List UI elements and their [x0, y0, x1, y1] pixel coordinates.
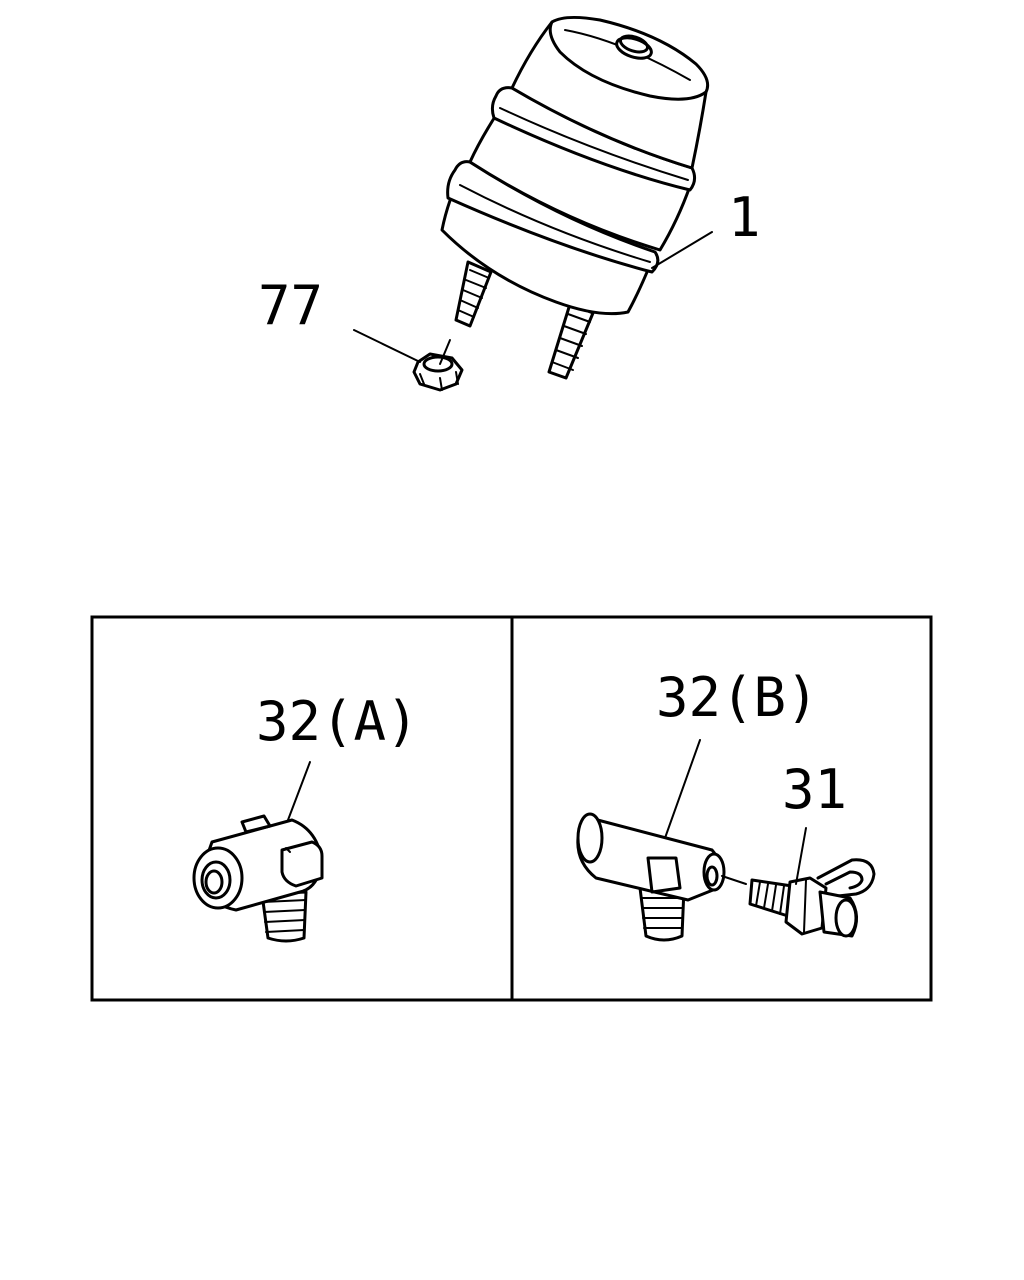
connector-plug-31 — [721, 858, 876, 938]
leader-line-32a — [287, 761, 311, 821]
callout-32a: 32(A) — [256, 690, 419, 753]
air-chamber-part — [440, 15, 710, 380]
callout-1: 1 — [728, 186, 761, 249]
elbow-fitting-32a — [192, 814, 324, 943]
hex-nut-part — [412, 352, 464, 392]
leader-line-77a — [353, 329, 421, 363]
stud-left — [454, 260, 493, 328]
leader-line-77b — [439, 339, 451, 365]
leader-line-1 — [651, 231, 713, 269]
callout-32b: 32(B) — [656, 666, 819, 729]
callout-77: 77 — [258, 274, 323, 337]
leader-line-31 — [795, 827, 807, 885]
tee-fitting-32b — [576, 812, 726, 942]
leader-line-32b — [664, 739, 701, 839]
stud-right — [547, 302, 595, 380]
callout-31: 31 — [782, 758, 847, 821]
